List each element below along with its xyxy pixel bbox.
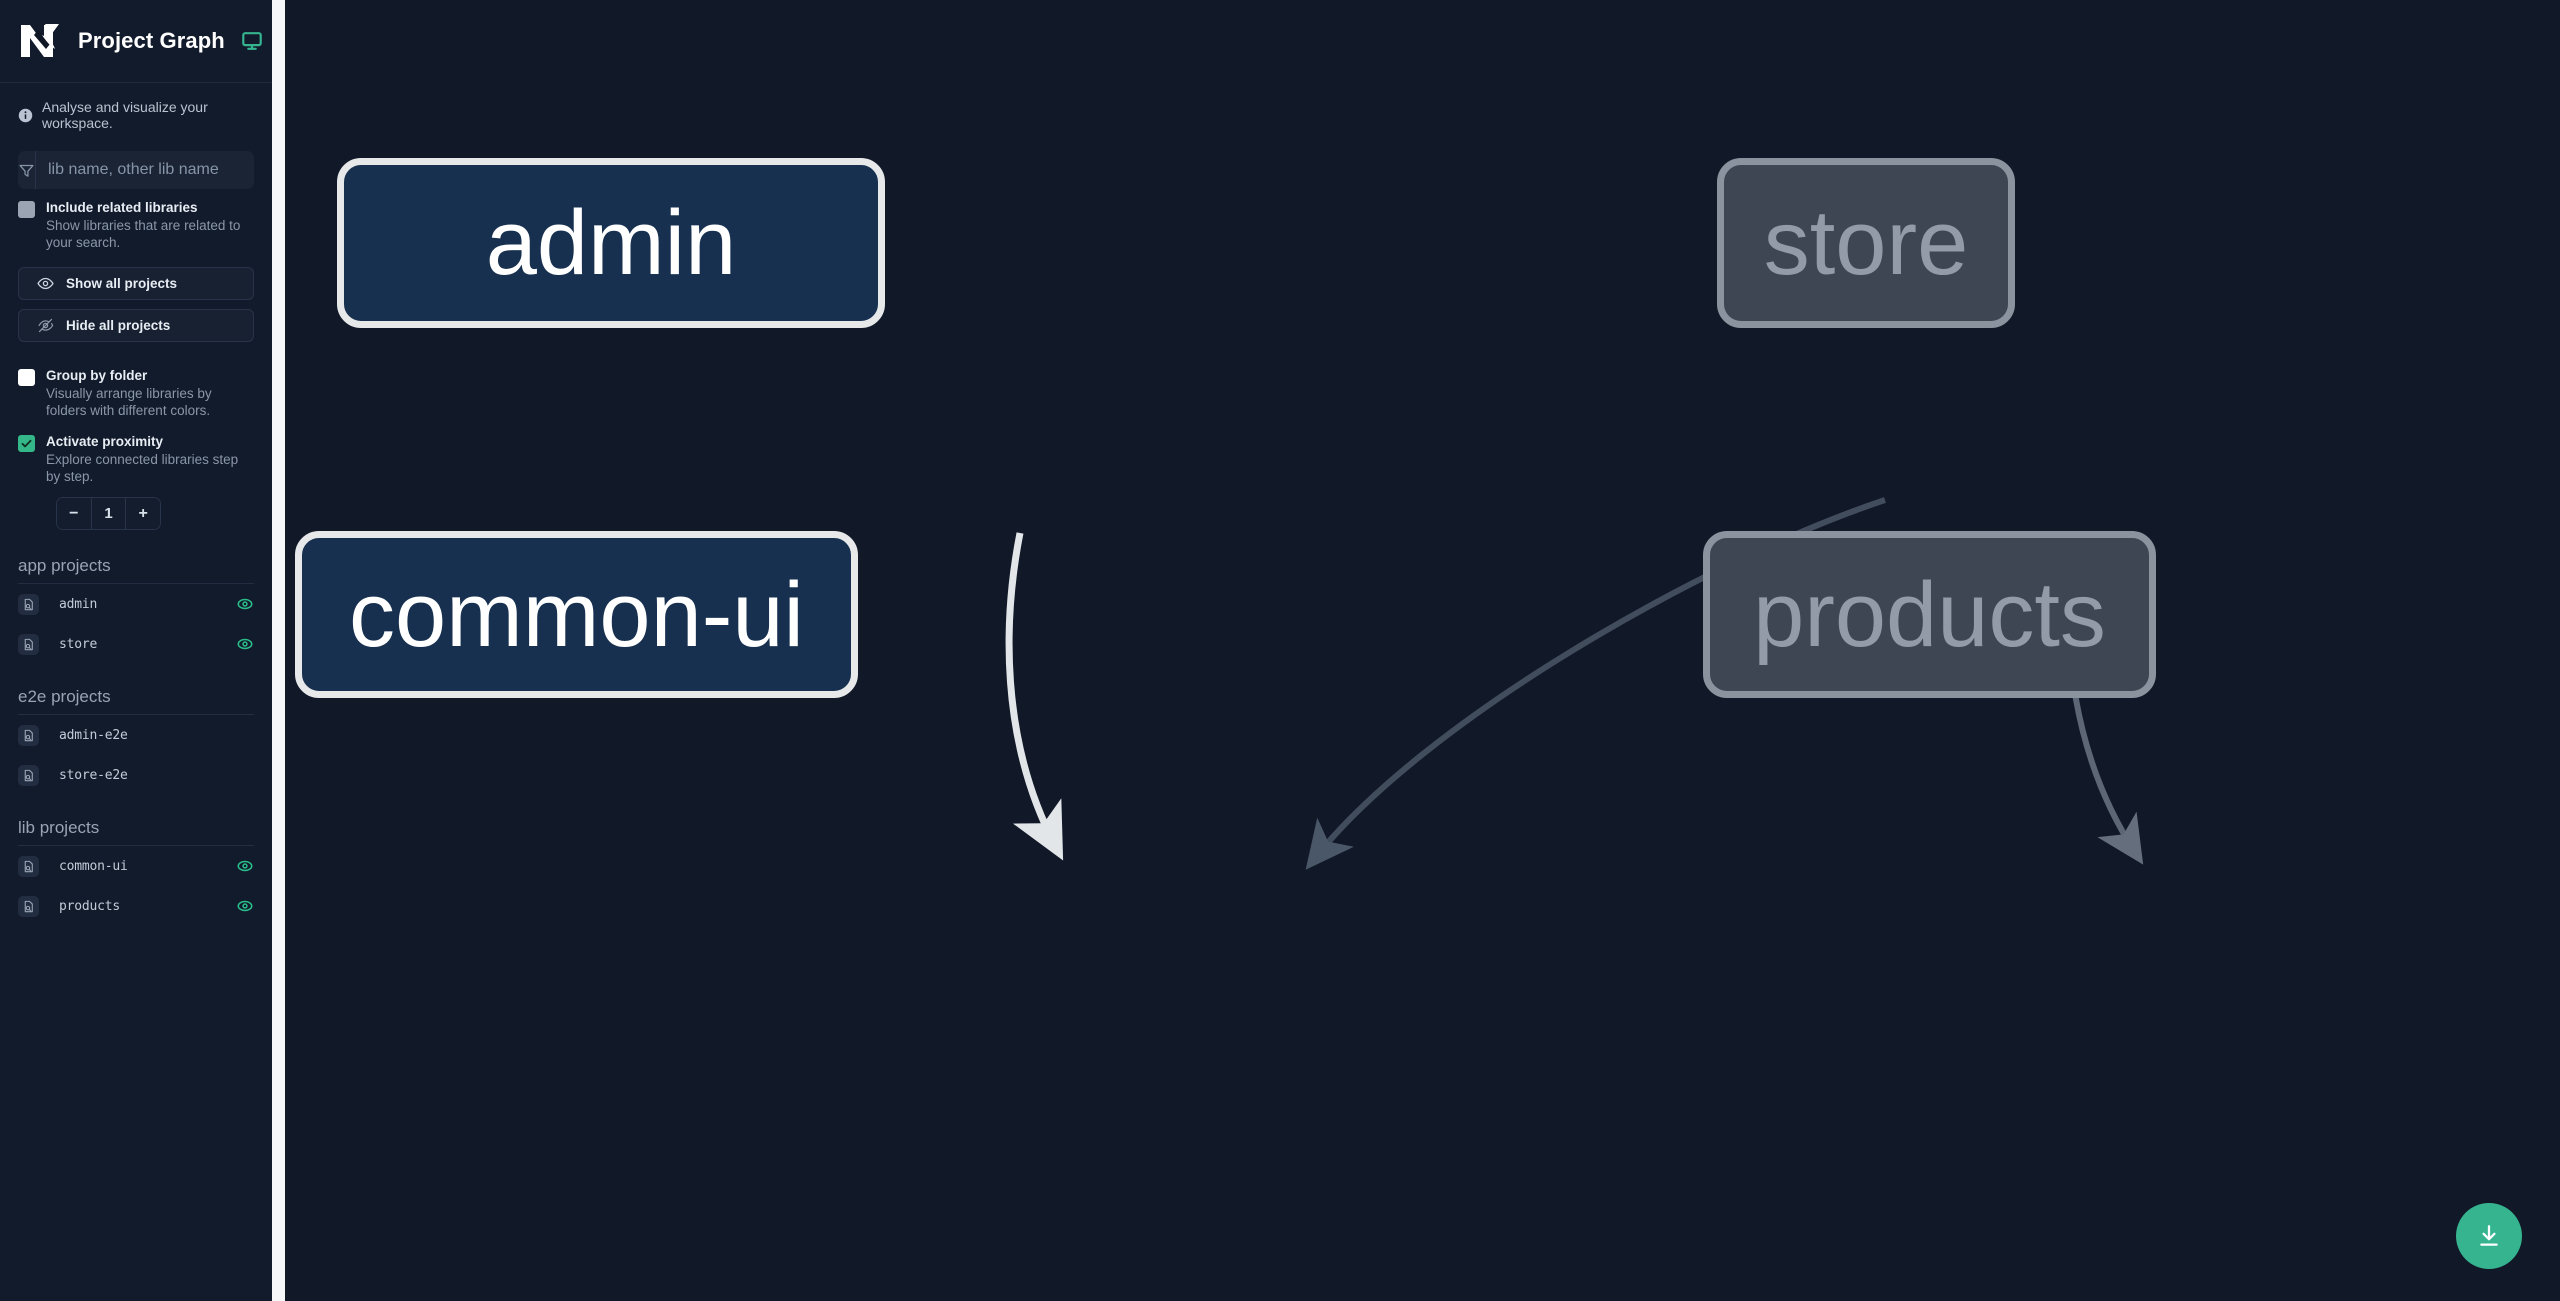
group-title: app projects: [18, 556, 254, 584]
project-name: admin: [59, 596, 98, 612]
monitor-icon[interactable]: [241, 30, 263, 52]
project-doc-icon: [18, 633, 39, 655]
option-description: Visually arrange libraries by folders wi…: [46, 386, 212, 418]
project-name: store-e2e: [59, 767, 128, 783]
graph-node-common-ui[interactable]: common-ui: [295, 531, 858, 698]
download-icon: [2476, 1223, 2502, 1249]
group-title: lib projects: [18, 818, 254, 846]
graph-node-label: common-ui: [348, 563, 804, 666]
eye-off-icon: [37, 317, 54, 334]
info-icon: [18, 108, 33, 123]
sidebar-resize-handle[interactable]: [272, 0, 285, 1301]
project-name: common-ui: [59, 858, 128, 874]
project-doc-icon: [18, 855, 39, 877]
proximity-stepper: − 1 +: [56, 497, 161, 530]
project-name: admin-e2e: [59, 727, 128, 743]
search-input[interactable]: [36, 151, 254, 189]
project-visibility-eye-icon[interactable]: [236, 595, 254, 613]
hide-all-projects-label: Hide all projects: [66, 318, 171, 333]
graph-node-label: products: [1753, 563, 2106, 666]
option-title: Activate proximity: [46, 434, 164, 449]
option-activate-proximity[interactable]: Activate proximity Explore connected lib…: [0, 419, 272, 485]
proximity-decrement-button[interactable]: −: [57, 498, 91, 529]
option-include-related-libraries[interactable]: Include related libraries Show libraries…: [0, 189, 272, 251]
sidebar: Project Graph Analyse and visualize your…: [0, 0, 272, 1301]
tagline-text: Analyse and visualize your workspace.: [42, 99, 208, 131]
show-all-projects-button[interactable]: Show all projects: [18, 267, 254, 300]
option-title: Group by folder: [46, 368, 148, 383]
eye-icon: [37, 275, 54, 292]
download-button[interactable]: [2456, 1203, 2522, 1269]
search-field[interactable]: [18, 151, 254, 189]
show-all-projects-label: Show all projects: [66, 276, 178, 291]
project-row-admin-e2e[interactable]: admin-e2e: [18, 715, 254, 755]
bulk-visibility-buttons: Show all projects Hide all projects: [0, 251, 272, 342]
graph-node-products[interactable]: products: [1703, 531, 2156, 698]
project-visibility-eye-icon[interactable]: [236, 635, 254, 653]
filter-funnel-icon: [18, 151, 36, 189]
sidebar-header: Project Graph: [0, 0, 272, 83]
project-visibility-eye-icon[interactable]: [236, 857, 254, 875]
graph-node-store[interactable]: store: [1717, 158, 2015, 328]
project-group-app: app projects admin: [0, 556, 272, 664]
project-name: products: [59, 898, 121, 914]
graph-node-label: admin: [485, 192, 737, 294]
project-group-lib: lib projects common-ui: [0, 818, 272, 926]
hide-all-projects-button[interactable]: Hide all projects: [18, 309, 254, 342]
group-by-folder-checkbox[interactable]: [18, 369, 35, 386]
proximity-increment-button[interactable]: +: [125, 498, 160, 529]
group-title: e2e projects: [18, 687, 254, 715]
option-description: Explore connected libraries step by step…: [46, 452, 239, 484]
project-row-store[interactable]: store: [18, 624, 254, 664]
project-doc-icon: [18, 764, 39, 786]
include-related-libraries-checkbox[interactable]: [18, 201, 35, 218]
project-row-admin[interactable]: admin: [18, 584, 254, 624]
nx-logo-icon: [18, 21, 62, 61]
project-visibility-eye-icon[interactable]: [236, 897, 254, 915]
project-doc-icon: [18, 593, 39, 615]
project-row-products[interactable]: products: [18, 886, 254, 926]
project-doc-icon: [18, 724, 39, 746]
option-description: Show libraries that are related to your …: [46, 218, 241, 250]
option-group-by-folder[interactable]: Group by folder Visually arrange librari…: [0, 351, 272, 419]
proximity-value: 1: [90, 498, 126, 529]
tagline: Analyse and visualize your workspace.: [0, 83, 272, 145]
project-row-common-ui[interactable]: common-ui: [18, 846, 254, 886]
project-name: store: [59, 636, 98, 652]
graph-node-label: store: [1763, 192, 1969, 294]
graph-node-admin[interactable]: admin: [337, 158, 885, 328]
project-doc-icon: [18, 895, 39, 917]
project-group-e2e: e2e projects admin-e2e: [0, 687, 272, 795]
edge-admin-to-common-ui: [1005, 532, 1064, 861]
graph-canvas[interactable]: admin store common-ui products: [285, 0, 2560, 1301]
project-row-store-e2e[interactable]: store-e2e: [18, 755, 254, 795]
option-title: Include related libraries: [46, 200, 198, 215]
page-title: Project Graph: [78, 28, 225, 53]
activate-proximity-checkbox[interactable]: [18, 435, 35, 452]
